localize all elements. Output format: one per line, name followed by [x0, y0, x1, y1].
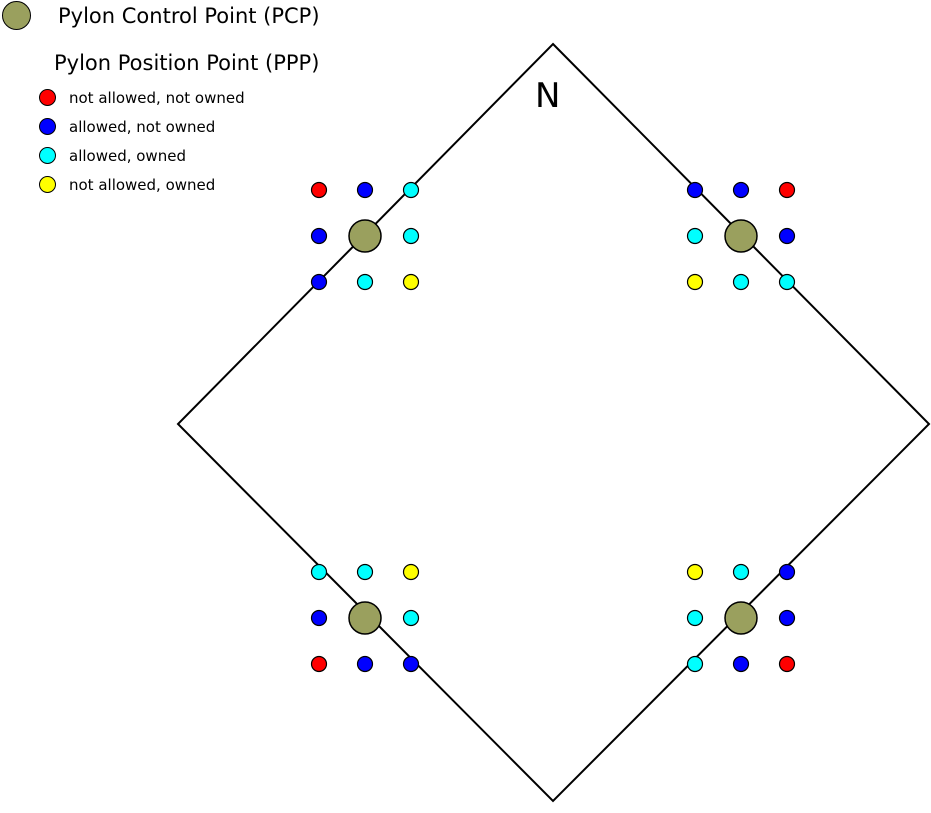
- ppp-dot-blue: [778, 227, 796, 245]
- ppp-dot-yellow: [686, 273, 704, 291]
- pylon-northwest: [310, 181, 420, 291]
- legend-item-label: not allowed, owned: [69, 175, 216, 194]
- legend-pcp-row: Pylon Control Point (PCP): [2, 1, 320, 30]
- ppp-dot-blue: [310, 609, 328, 627]
- ppp-dot-blue: [402, 655, 420, 673]
- ppp-dot-red: [778, 655, 796, 673]
- ppp-dot-cyan: [310, 563, 328, 581]
- legend-item-label: allowed, owned: [69, 146, 186, 165]
- ppp-dot-blue: [778, 609, 796, 627]
- pcp-dot: [724, 601, 758, 635]
- legend-item-cyan: allowed, owned: [39, 141, 245, 170]
- ppp-dot-cyan: [778, 273, 796, 291]
- pcp-dot: [348, 219, 382, 253]
- pylon-northeast: [686, 181, 796, 291]
- ppp-dot-blue: [686, 181, 704, 199]
- ppp-dot-red: [778, 181, 796, 199]
- course-outline: [176, 42, 931, 803]
- ppp-dot-cyan: [402, 227, 420, 245]
- legend-dot-red: [39, 89, 56, 106]
- ppp-dot-cyan: [686, 655, 704, 673]
- legend-dot-cyan: [39, 147, 56, 164]
- legend-item-red: not allowed, not owned: [39, 83, 245, 112]
- ppp-dot-blue: [356, 655, 374, 673]
- legend-item-blue: allowed, not owned: [39, 112, 245, 141]
- ppp-dot-red: [310, 655, 328, 673]
- ppp-dot-cyan: [686, 609, 704, 627]
- pcp-legend-swatch: [2, 1, 31, 30]
- ppp-dot-cyan: [686, 227, 704, 245]
- ppp-dot-yellow: [686, 563, 704, 581]
- pcp-dot: [724, 219, 758, 253]
- ppp-dot-blue: [732, 655, 750, 673]
- legend-dot-yellow: [39, 176, 56, 193]
- legend-item-yellow: not allowed, owned: [39, 170, 245, 199]
- ppp-dot-blue: [356, 181, 374, 199]
- ppp-dot-red: [310, 181, 328, 199]
- ppp-dot-yellow: [402, 273, 420, 291]
- ppp-dot-cyan: [732, 563, 750, 581]
- north-label: N: [535, 76, 560, 116]
- ppp-dot-cyan: [356, 273, 374, 291]
- pylons-layer: [310, 181, 796, 673]
- ppp-legend-title: Pylon Position Point (PPP): [54, 51, 320, 75]
- pylon-southwest: [310, 563, 420, 673]
- ppp-legend-items: not allowed, not owned allowed, not owned…: [39, 83, 245, 199]
- pcp-legend-label: Pylon Control Point (PCP): [58, 3, 320, 28]
- pcp-dot: [348, 601, 382, 635]
- ppp-dot-cyan: [356, 563, 374, 581]
- legend-item-label: allowed, not owned: [69, 117, 216, 136]
- ppp-dot-cyan: [402, 609, 420, 627]
- ppp-dot-blue: [778, 563, 796, 581]
- ppp-dot-cyan: [732, 273, 750, 291]
- ppp-dot-blue: [310, 273, 328, 291]
- ppp-dot-blue: [310, 227, 328, 245]
- legend-item-label: not allowed, not owned: [69, 88, 245, 107]
- ppp-dot-blue: [732, 181, 750, 199]
- ppp-dot-yellow: [402, 563, 420, 581]
- pylon-southeast: [686, 563, 796, 673]
- ppp-dot-cyan: [402, 181, 420, 199]
- legend-dot-blue: [39, 118, 56, 135]
